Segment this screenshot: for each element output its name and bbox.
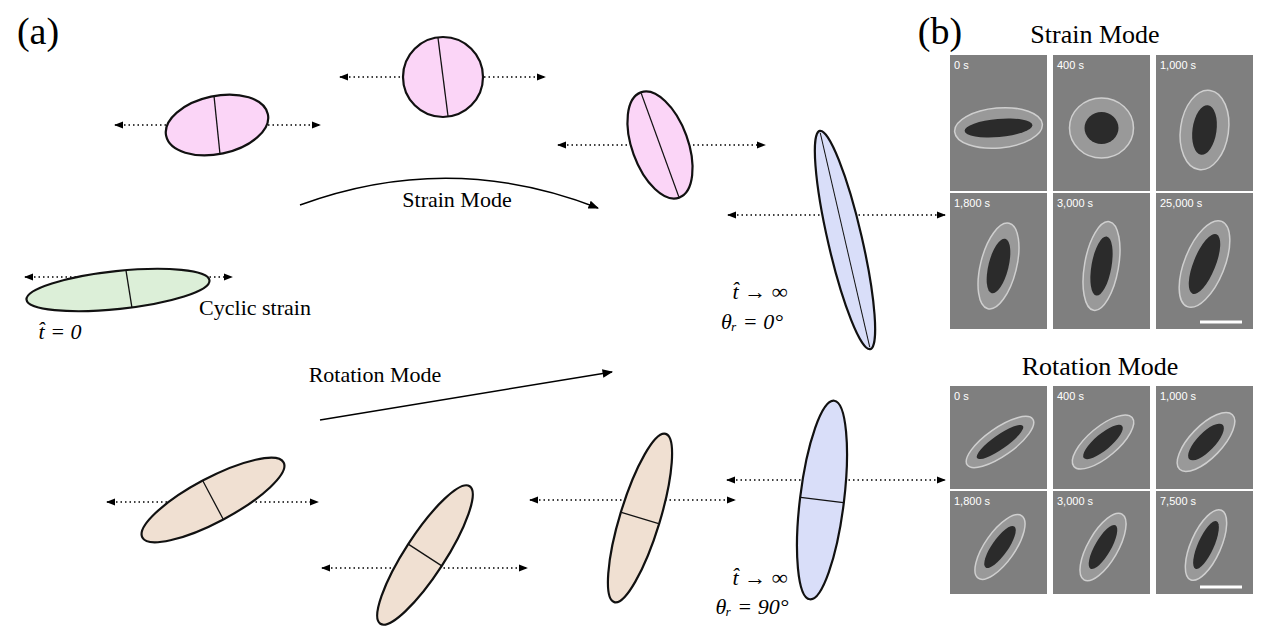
cell-ellipse bbox=[788, 398, 856, 602]
time-stamp: 1,000 s bbox=[1160, 59, 1196, 71]
mode-label: Rotation Mode bbox=[309, 363, 442, 387]
cell-ellipse bbox=[803, 127, 887, 353]
time-stamp: 7,500 s bbox=[1160, 495, 1196, 507]
time-label: t̂ → ∞ bbox=[733, 280, 788, 304]
scale-bar bbox=[1200, 321, 1242, 324]
cell-ellipse bbox=[595, 428, 685, 608]
cell-ellipse bbox=[25, 261, 212, 318]
panel-heading: Strain Mode bbox=[1030, 21, 1159, 50]
cell-ellipse bbox=[160, 86, 274, 164]
micrograph-tile: 1,000 s bbox=[1156, 386, 1253, 489]
time-stamp: 400 s bbox=[1057, 59, 1084, 71]
time-stamp: 1,000 s bbox=[1160, 390, 1196, 402]
time-stamp: 0 s bbox=[954, 59, 969, 71]
time-stamp: 3,000 s bbox=[1057, 197, 1093, 209]
time-stamp: 3,000 s bbox=[1057, 495, 1093, 507]
micrograph-tile: 7,500 s bbox=[1156, 491, 1253, 594]
micrograph-tile: 3,000 s bbox=[1053, 491, 1150, 594]
time-label: t̂ → ∞ bbox=[733, 566, 788, 590]
micrograph-tile: 0 s bbox=[950, 55, 1047, 191]
cell-ellipse bbox=[132, 443, 294, 557]
micrograph-tile: 0 s bbox=[950, 386, 1047, 489]
micrograph-tile: 1,800 s bbox=[950, 193, 1047, 329]
micrograph-tile: 1,000 s bbox=[1156, 55, 1253, 191]
time-stamp: 400 s bbox=[1057, 390, 1084, 402]
panel-letter: (a) bbox=[17, 11, 59, 53]
micrograph-tile: 400 s bbox=[1053, 386, 1150, 489]
micrograph-rotation bbox=[950, 386, 1253, 594]
micrograph-tile: 3,000 s bbox=[1053, 193, 1150, 329]
time-label: t̂ = 0 bbox=[39, 320, 82, 344]
angle-label: θᵣ = 0° bbox=[721, 310, 783, 334]
strain-label: Cyclic strain bbox=[199, 296, 311, 320]
scale-bar bbox=[1200, 586, 1242, 589]
time-stamp: 1,800 s bbox=[954, 495, 990, 507]
time-stamp: 0 s bbox=[954, 390, 969, 402]
panel-letter: (b) bbox=[918, 11, 962, 53]
micrograph-tile: 400 s bbox=[1053, 55, 1150, 191]
cell-ellipse bbox=[364, 475, 487, 634]
micrograph-tile: 25,000 s bbox=[1156, 193, 1253, 329]
cell-ellipse bbox=[615, 83, 706, 207]
time-stamp: 1,800 s bbox=[954, 197, 990, 209]
angle-label: θᵣ = 90° bbox=[716, 595, 789, 619]
cell-ellipse bbox=[403, 37, 483, 117]
mode-label: Strain Mode bbox=[402, 188, 511, 212]
micrograph-tile: 1,800 s bbox=[950, 491, 1047, 594]
micrograph-strain bbox=[950, 55, 1253, 329]
time-stamp: 25,000 s bbox=[1160, 197, 1202, 209]
panel-heading: Rotation Mode bbox=[1022, 353, 1179, 382]
